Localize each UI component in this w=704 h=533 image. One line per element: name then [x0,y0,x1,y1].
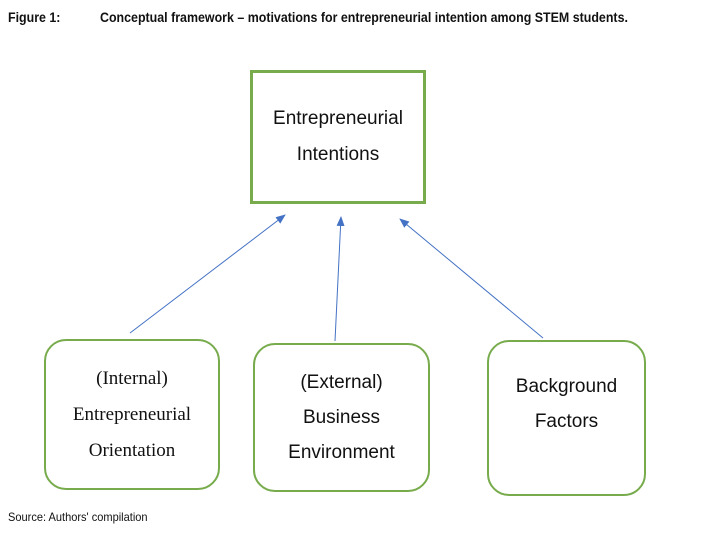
node-text: (External) [300,372,383,393]
figure-title: Conceptual framework – motivations for e… [100,10,628,25]
node-text: Factors [534,411,599,432]
node-text: Entrepreneurial [72,403,192,425]
external-environment-node: (External) Business Environment [253,343,430,492]
arrow-external-to-intentions [334,216,345,342]
source-note: Source: Authors' compilation [8,510,148,524]
entrepreneurial-intentions-node: Entrepreneurial Intentions [250,70,426,204]
node-text: Environment [288,442,395,463]
background-factors-node: Background Factors [487,340,646,496]
node-text: Business [302,407,381,428]
node-text: Orientation [88,439,176,461]
figure-caption: Figure 1: Conceptual framework – motivat… [8,8,643,27]
internal-orientation-node: (Internal) Entrepreneurial Orientation [44,339,220,490]
node-text: Intentions [296,144,380,165]
arrow-internal-to-intentions [129,214,286,334]
node-text: (Internal) [96,367,168,389]
arrow-background-to-intentions [399,218,544,339]
node-text: Entrepreneurial [273,108,403,129]
figure-label: Figure 1: [8,10,61,25]
node-text: Background [515,376,618,397]
